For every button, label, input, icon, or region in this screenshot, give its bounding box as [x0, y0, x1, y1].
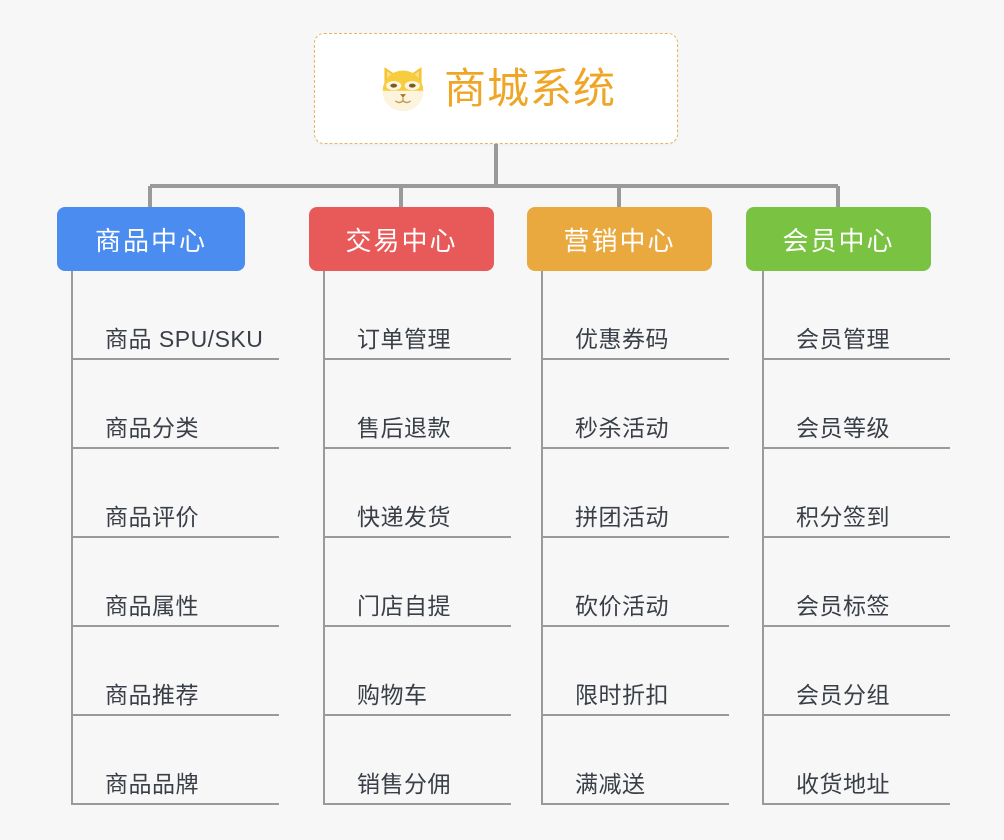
- category-title-2: 交易中心: [345, 225, 458, 256]
- leaf-label: 会员标签: [796, 592, 890, 619]
- leaf-item[interactable]: 会员标签: [762, 538, 950, 627]
- leaf-item[interactable]: 订单管理: [323, 271, 511, 360]
- shiba-dog-face-icon: [376, 62, 430, 116]
- leaf-item[interactable]: 商品品牌: [71, 716, 279, 805]
- leaf-item[interactable]: 商品属性: [71, 538, 279, 627]
- category-title-3: 营销中心: [563, 225, 676, 256]
- column-member-center: 会员中心 会员管理 会员等级 积分签到 会员标签 会员分组 收货地址: [746, 207, 950, 805]
- leaf-item[interactable]: 满减送: [541, 716, 729, 805]
- root-title: 商城系统: [443, 64, 616, 112]
- leaf-item[interactable]: 购物车: [323, 627, 511, 716]
- leaf-item[interactable]: 拼团活动: [541, 449, 729, 538]
- leaf-label: 优惠券码: [575, 325, 669, 352]
- leaf-label: 售后退款: [357, 414, 451, 441]
- leaf-label: 秒杀活动: [575, 414, 669, 441]
- column-commodity-center: 商品中心 商品 SPU/SKU 商品分类 商品评价 商品属性 商品推荐 商品品牌: [57, 207, 279, 805]
- leaf-label: 商品评价: [105, 503, 199, 530]
- leaf-list-3: 优惠券码 秒杀活动 拼团活动 砍价活动 限时折扣 满减送: [541, 271, 729, 805]
- leaf-label: 会员管理: [796, 325, 890, 352]
- category-box-4[interactable]: 会员中心: [746, 207, 931, 271]
- leaf-label: 砍价活动: [575, 592, 669, 619]
- leaf-label: 快递发货: [357, 503, 451, 530]
- category-box-3[interactable]: 营销中心: [527, 207, 712, 271]
- leaf-item[interactable]: 商品分类: [71, 360, 279, 449]
- leaf-item[interactable]: 会员分组: [762, 627, 950, 716]
- leaf-label: 商品属性: [105, 592, 199, 619]
- leaf-label: 收货地址: [796, 770, 890, 797]
- leaf-item[interactable]: 快递发货: [323, 449, 511, 538]
- leaf-label: 限时折扣: [575, 681, 669, 708]
- leaf-label: 订单管理: [357, 325, 451, 352]
- leaf-label: 门店自提: [357, 592, 451, 619]
- column-trade-center: 交易中心 订单管理 售后退款 快递发货 门店自提 购物车 销售分佣: [309, 207, 511, 805]
- leaf-label: 购物车: [357, 681, 428, 708]
- leaf-label: 商品分类: [105, 414, 199, 441]
- leaf-item[interactable]: 限时折扣: [541, 627, 729, 716]
- leaf-label: 商品品牌: [105, 770, 199, 797]
- leaf-label: 满减送: [575, 770, 646, 797]
- leaf-label: 会员分组: [796, 681, 890, 708]
- leaf-item[interactable]: 优惠券码: [541, 271, 729, 360]
- category-box-2[interactable]: 交易中心: [309, 207, 494, 271]
- leaf-item[interactable]: 积分签到: [762, 449, 950, 538]
- column-marketing-center: 营销中心 优惠券码 秒杀活动 拼团活动 砍价活动 限时折扣 满减送: [527, 207, 729, 805]
- leaf-list-4: 会员管理 会员等级 积分签到 会员标签 会员分组 收货地址: [762, 271, 950, 805]
- leaf-item[interactable]: 售后退款: [323, 360, 511, 449]
- leaf-item[interactable]: 会员管理: [762, 271, 950, 360]
- leaf-item[interactable]: 会员等级: [762, 360, 950, 449]
- leaf-list-1: 商品 SPU/SKU 商品分类 商品评价 商品属性 商品推荐 商品品牌: [71, 271, 279, 805]
- leaf-label: 拼团活动: [575, 503, 669, 530]
- leaf-label: 销售分佣: [357, 770, 451, 797]
- leaf-item[interactable]: 商品 SPU/SKU: [71, 271, 279, 360]
- leaf-item[interactable]: 销售分佣: [323, 716, 511, 805]
- category-title-4: 会员中心: [782, 225, 895, 256]
- leaf-label: 积分签到: [796, 503, 890, 530]
- leaf-item[interactable]: 商品评价: [71, 449, 279, 538]
- category-title-1: 商品中心: [94, 225, 207, 256]
- leaf-item[interactable]: 秒杀活动: [541, 360, 729, 449]
- leaf-item[interactable]: 砍价活动: [541, 538, 729, 627]
- leaf-label: 商品推荐: [105, 681, 199, 708]
- leaf-item[interactable]: 门店自提: [323, 538, 511, 627]
- category-box-1[interactable]: 商品中心: [57, 207, 245, 271]
- root-node[interactable]: 商城系统: [314, 33, 678, 144]
- leaf-item[interactable]: 收货地址: [762, 716, 950, 805]
- leaf-list-2: 订单管理 售后退款 快递发货 门店自提 购物车 销售分佣: [323, 271, 511, 805]
- leaf-label: 会员等级: [796, 414, 890, 441]
- leaf-item[interactable]: 商品推荐: [71, 627, 279, 716]
- leaf-label: 商品 SPU/SKU: [105, 325, 264, 352]
